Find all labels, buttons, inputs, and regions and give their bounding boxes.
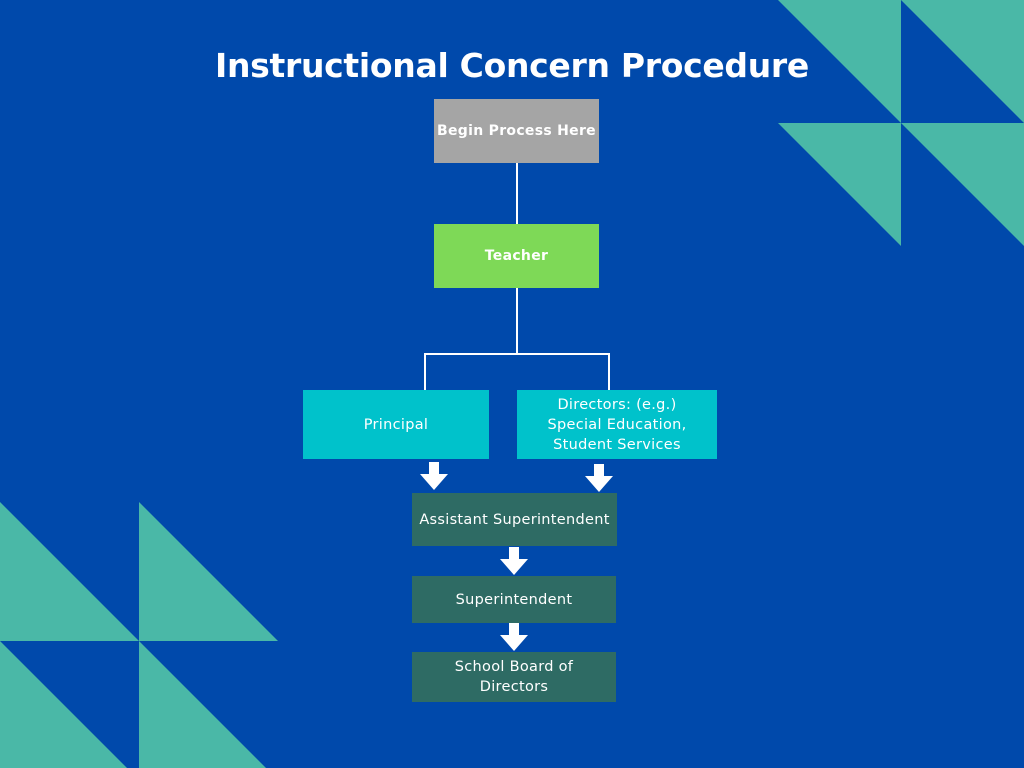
arrow-down-icon xyxy=(420,462,448,490)
decorative-triangles-top-right xyxy=(778,0,1024,246)
page-title: Instructional Concern Procedure xyxy=(215,46,809,85)
connector-teacher-down xyxy=(516,288,518,354)
node-label: Begin Process Here xyxy=(437,123,596,139)
node-school-board: School Board of Directors xyxy=(412,652,616,702)
node-label: Assistant Superintendent xyxy=(419,511,610,528)
node-label: Superintendent xyxy=(455,591,573,608)
connector-to-directors xyxy=(608,353,610,390)
arrow-down-icon xyxy=(585,464,613,492)
connector-start-teacher xyxy=(516,163,518,224)
node-label: Teacher xyxy=(484,248,549,264)
node-assistant-superintendent: Assistant Superintendent xyxy=(412,493,617,546)
node-label: Principal xyxy=(363,416,429,433)
connector-horizontal-branch xyxy=(424,353,610,355)
triangle-decoration xyxy=(0,641,127,768)
triangle-decoration xyxy=(0,502,139,641)
node-directors: Directors: (e.g.) Special Education, Stu… xyxy=(517,390,717,459)
node-teacher: Teacher xyxy=(434,224,599,288)
node-begin-process: Begin Process Here xyxy=(434,99,599,163)
node-principal: Principal xyxy=(303,390,489,459)
triangle-decoration xyxy=(139,502,278,641)
arrow-down-icon xyxy=(500,547,528,575)
triangle-decoration xyxy=(139,641,266,768)
arrow-down-icon xyxy=(500,623,528,651)
triangle-decoration xyxy=(778,0,901,123)
triangle-decoration xyxy=(901,123,1024,246)
decorative-triangles-bottom-left xyxy=(0,502,278,768)
triangle-decoration xyxy=(778,123,901,246)
node-label: School Board of Directors xyxy=(454,659,574,695)
triangle-decoration xyxy=(901,0,1024,123)
connector-to-principal xyxy=(424,353,426,390)
node-superintendent: Superintendent xyxy=(412,576,616,623)
node-label: Directors: (e.g.) Special Education, Stu… xyxy=(547,396,687,453)
